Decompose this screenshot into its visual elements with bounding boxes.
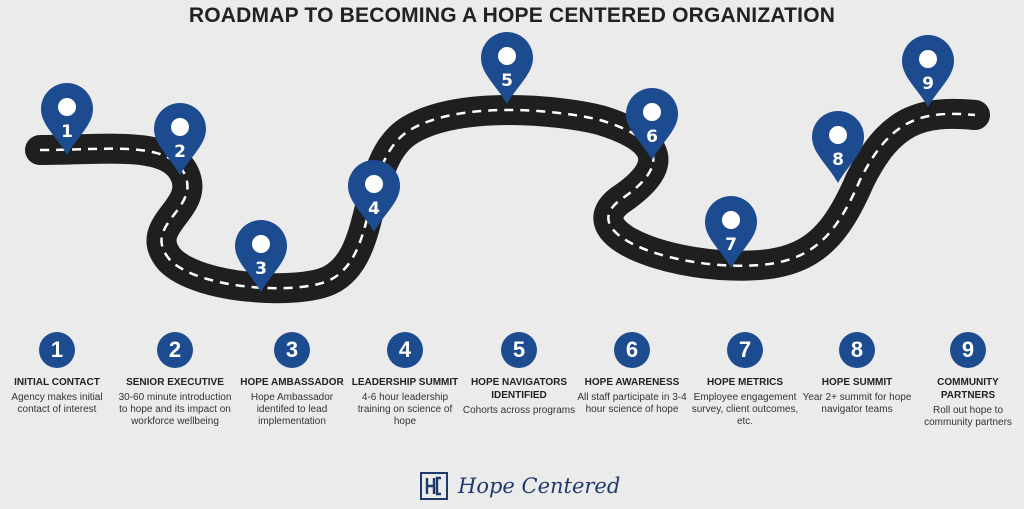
step-title: HOPE METRICS	[706, 377, 784, 388]
step-number-badge: 4	[387, 332, 423, 368]
map-pin-6: 6	[626, 88, 678, 160]
step-description: Employee engagement survey, client outco…	[691, 392, 799, 427]
roadmap-diagram: 1 2 3 4 5 6 7 8 9	[25, 32, 990, 304]
step-description: Roll out hope to community partners	[924, 405, 1012, 428]
map-pin-9: 9	[902, 35, 954, 107]
step-number-badge: 9	[950, 332, 986, 368]
step-title: HOPE AMBASSADOR	[240, 377, 344, 388]
step-title: COMMUNITY PARTNERS	[937, 377, 999, 401]
pin-label: 4	[368, 199, 380, 219]
step-2: 2 SENIOR EXECUTIVE 30-60 minute introduc…	[116, 332, 234, 428]
pin-label: 9	[922, 74, 934, 94]
map-pin-3: 3	[235, 220, 287, 292]
step-list: 1 INITIAL CONTACT Agency makes initial c…	[0, 332, 1024, 462]
map-pin-7: 7	[705, 196, 757, 268]
pin-label: 3	[255, 259, 267, 279]
step-7: 7 HOPE METRICS Employee engagement surve…	[686, 332, 804, 428]
pin-label: 8	[832, 150, 844, 170]
step-description: Cohorts across programs	[462, 405, 576, 416]
step-title: SENIOR EXECUTIVE	[126, 377, 224, 388]
step-number-badge: 2	[157, 332, 193, 368]
pin-label: 7	[725, 235, 737, 255]
step-5: 5 HOPE NAVIGATORS IDENTIFIED Cohorts acr…	[460, 332, 578, 417]
map-pin-1: 1	[41, 83, 93, 155]
step-title: HOPE NAVIGATORS IDENTIFIED	[470, 377, 568, 401]
brand-name: Hope Centered	[458, 474, 621, 498]
step-description: 30-60 minute introduction to hope and it…	[118, 392, 232, 427]
step-title: HOPE SUMMIT	[821, 377, 893, 388]
step-description: Year 2+ summit for hope navigator teams	[802, 392, 912, 415]
page-title: ROADMAP TO BECOMING A HOPE CENTERED ORGA…	[188, 4, 836, 27]
step-description: Hope Ambassador identifed to lead implem…	[250, 392, 334, 427]
map-pin-2: 2	[154, 103, 206, 175]
step-number-badge: 3	[274, 332, 310, 368]
map-pin-8: 8	[812, 111, 864, 183]
step-description: All staff participate in 3-4 hour scienc…	[577, 392, 687, 415]
step-number-badge: 6	[614, 332, 650, 368]
step-1: 1 INITIAL CONTACT Agency makes initial c…	[0, 332, 116, 416]
pin-label: 5	[501, 71, 513, 91]
step-number-badge: 1	[39, 332, 75, 368]
step-4: 4 LEADERSHIP SUMMIT 4-6 hour leadership …	[346, 332, 464, 428]
step-number-badge: 5	[501, 332, 537, 368]
pin-label: 2	[174, 142, 186, 162]
step-number-badge: 8	[839, 332, 875, 368]
step-title: HOPE AWARENESS	[584, 377, 680, 388]
step-6: 6 HOPE AWARENESS All staff participate i…	[573, 332, 691, 416]
step-9: 9 COMMUNITY PARTNERS Roll out hope to co…	[909, 332, 1024, 429]
pin-label: 1	[61, 122, 73, 142]
step-8: 8 HOPE SUMMIT Year 2+ summit for hope na…	[798, 332, 916, 416]
map-pin-5: 5	[481, 32, 533, 104]
step-title: LEADERSHIP SUMMIT	[351, 377, 459, 388]
road-center-dashes	[39, 108, 976, 290]
step-number-badge: 7	[727, 332, 763, 368]
step-3: 3 HOPE AMBASSADOR Hope Ambassador identi…	[233, 332, 351, 428]
map-pin-4: 4	[348, 160, 400, 232]
step-title: INITIAL CONTACT	[14, 377, 100, 388]
pin-label: 6	[646, 127, 658, 147]
step-description: 4-6 hour leadership training on science …	[357, 392, 453, 427]
step-description: Agency makes initial contact of interest	[11, 392, 103, 415]
hc-logo-icon	[420, 472, 448, 500]
brand-logo: Hope Centered	[420, 470, 620, 502]
